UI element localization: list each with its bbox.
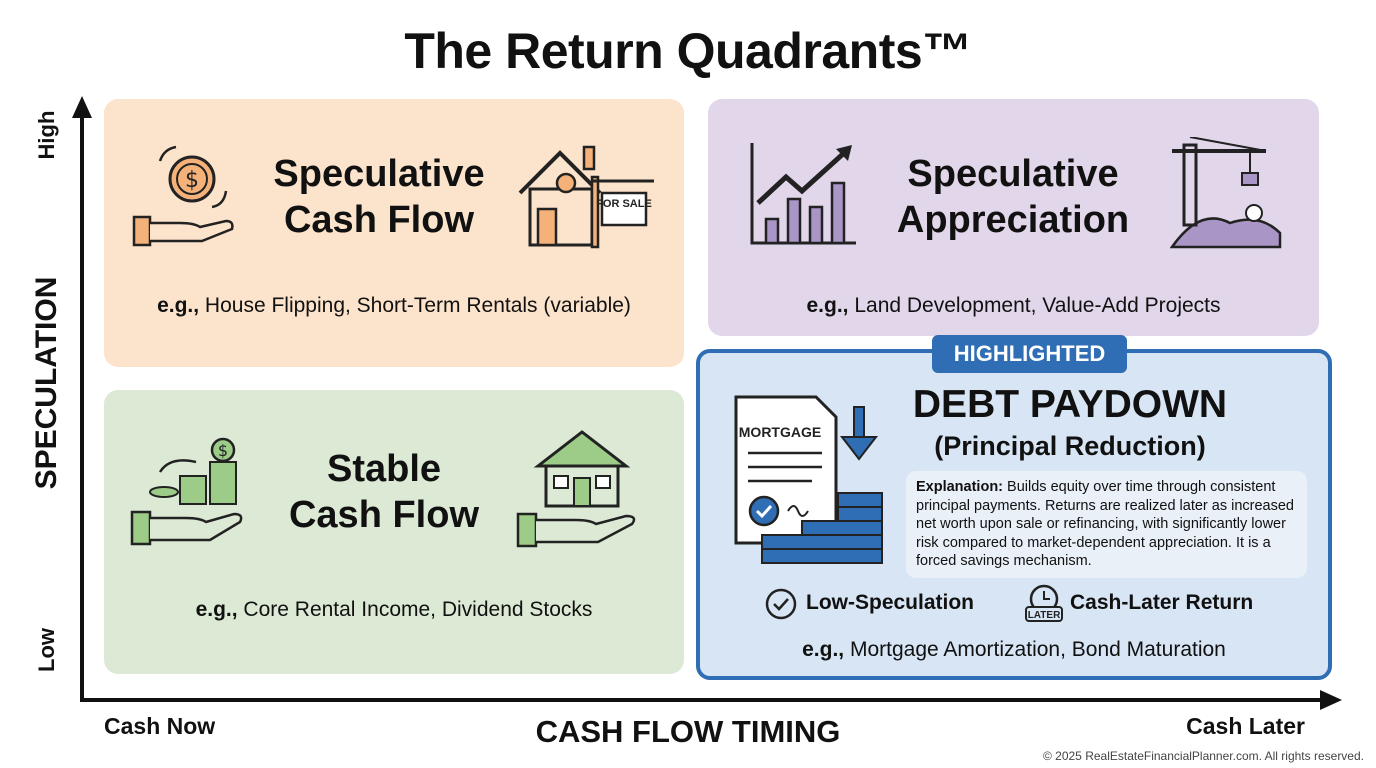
highlighted-badge: HIGHLIGHTED — [932, 335, 1127, 373]
svg-text:LATER: LATER — [1028, 610, 1061, 621]
house-in-hand-icon — [516, 430, 636, 548]
construction-crane-icon — [1170, 137, 1282, 249]
check-circle-icon — [765, 588, 797, 620]
clock-later-icon: LATER — [1025, 584, 1063, 622]
svg-text:$: $ — [185, 168, 199, 193]
examples-text: e.g., House Flipping, Short-Term Rentals… — [157, 294, 631, 317]
sign-text: FOR SALE — [596, 198, 652, 210]
x-axis-left: Cash Now — [104, 713, 216, 739]
debt-paydown-subtitle: (Principal Reduction) — [934, 431, 1206, 461]
mortgage-document-icon: MORTGAGE — [734, 395, 883, 564]
y-axis-high: High — [34, 110, 59, 160]
examples-text: e.g., Core Rental Income, Dividend Stock… — [195, 598, 593, 621]
debt-paydown-title: DEBT PAYDOWN — [912, 383, 1228, 426]
footer-copyright: © 2025 RealEstateFinancialPlanner.com. A… — [1042, 749, 1364, 763]
doc-label: MORTGAGE — [739, 424, 821, 440]
tag-cash-later-return: Cash-Later Return — [1070, 591, 1254, 614]
x-axis-arrow — [1320, 690, 1342, 710]
y-axis-label: SPECULATION — [30, 276, 63, 490]
page-title: The Return Quadrants™ — [404, 23, 972, 79]
svg-text:$: $ — [218, 441, 228, 460]
x-axis-right: Cash Later — [1186, 713, 1305, 739]
hand-coin-icon: $ — [132, 145, 234, 247]
hand-coins-icon: $ — [130, 437, 243, 546]
examples-text: e.g., Mortgage Amortization, Bond Matura… — [802, 638, 1226, 661]
examples-text: e.g., Land Development, Value-Add Projec… — [806, 294, 1221, 317]
quadrant-debt-paydown: MORTGAGE DEBT PAYDOWN (Principal Reducti… — [696, 349, 1332, 680]
y-axis-arrow — [72, 96, 92, 118]
explanation-box: Explanation: Builds equity over time thr… — [906, 471, 1307, 578]
tag-low-speculation: Low-Speculation — [806, 591, 974, 614]
y-axis-low: Low — [34, 628, 59, 672]
house-for-sale-icon: FOR SALE — [518, 145, 654, 249]
growth-chart-icon — [750, 143, 856, 245]
x-axis-label: CASH FLOW TIMING — [535, 714, 841, 749]
